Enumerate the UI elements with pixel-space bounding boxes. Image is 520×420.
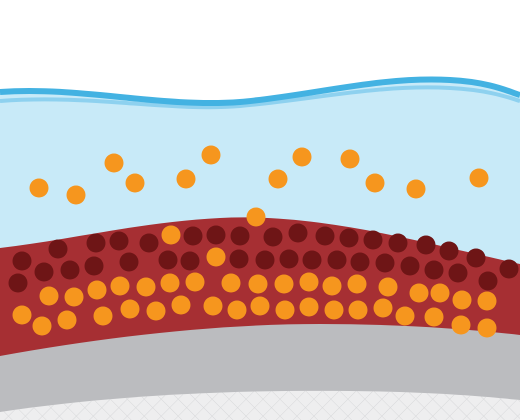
dark-particle (448, 263, 468, 283)
orange-particles (12, 145, 497, 338)
orange-particle (452, 290, 472, 310)
orange-particle (275, 300, 295, 320)
orange-particle (246, 207, 266, 227)
dark-particle (400, 256, 420, 276)
orange-particle (32, 316, 52, 336)
dark-particle (327, 250, 347, 270)
orange-particle (378, 277, 398, 297)
orange-particle (373, 298, 393, 318)
dark-particle (375, 253, 395, 273)
orange-particle (248, 274, 268, 294)
water-surface-line (0, 76, 520, 107)
dark-particle (315, 226, 335, 246)
orange-particle (104, 153, 124, 173)
orange-particle (12, 305, 32, 325)
orange-particle (299, 272, 319, 292)
dark-particle (183, 226, 203, 246)
dark-particle (279, 249, 299, 269)
orange-particle (160, 273, 180, 293)
orange-particle (347, 274, 367, 294)
dark-particle (48, 239, 68, 259)
orange-particle (185, 272, 205, 292)
orange-particle (477, 318, 497, 338)
orange-particle (203, 296, 223, 316)
dark-particle (350, 252, 370, 272)
orange-particle (424, 307, 444, 327)
dark-particle (139, 233, 159, 253)
orange-particle (125, 173, 145, 193)
orange-particle (221, 273, 241, 293)
dark-particle (466, 248, 486, 268)
orange-particle (395, 306, 415, 326)
orange-particle (120, 299, 140, 319)
dark-particles (8, 223, 519, 293)
dark-particle (288, 223, 308, 243)
orange-particle (451, 315, 471, 335)
dark-particle (388, 233, 408, 253)
orange-particle (39, 286, 59, 306)
dark-particle (363, 230, 383, 250)
orange-particle (161, 225, 181, 245)
dark-particle (499, 259, 519, 279)
orange-particle (206, 247, 226, 267)
orange-particle (250, 296, 270, 316)
orange-particle (201, 145, 221, 165)
orange-particle (365, 173, 385, 193)
orange-particle (340, 149, 360, 169)
orange-particle (146, 301, 166, 321)
dark-particle (230, 226, 250, 246)
orange-particle (136, 277, 156, 297)
water-surface-highlight (0, 85, 520, 110)
orange-particle (322, 276, 342, 296)
dark-particle (478, 271, 498, 291)
dark-particle (109, 231, 129, 251)
orange-particle (268, 169, 288, 189)
dark-particle (12, 251, 32, 271)
dark-particle (180, 251, 200, 271)
dark-particle (158, 250, 178, 270)
orange-particle (324, 300, 344, 320)
orange-particle (66, 185, 86, 205)
orange-particle (430, 283, 450, 303)
dark-particle (424, 260, 444, 280)
orange-particle (176, 169, 196, 189)
dark-particle (206, 225, 226, 245)
orange-particle (477, 291, 497, 311)
orange-particle (110, 276, 130, 296)
orange-particle (409, 283, 429, 303)
dark-particle (84, 256, 104, 276)
dark-particle (86, 233, 106, 253)
dark-particle (263, 227, 283, 247)
orange-particle (87, 280, 107, 300)
bottom-mesh-texture (0, 390, 520, 420)
dark-particle (339, 228, 359, 248)
dark-particle (119, 252, 139, 272)
orange-particle (29, 178, 49, 198)
orange-particle (299, 297, 319, 317)
orange-particle (227, 300, 247, 320)
orange-particle (93, 306, 113, 326)
orange-particle (469, 168, 489, 188)
orange-particle (406, 179, 426, 199)
dark-particle (60, 260, 80, 280)
orange-particle (292, 147, 312, 167)
orange-particle (171, 295, 191, 315)
dark-particle (416, 235, 436, 255)
dark-particle (302, 250, 322, 270)
dark-particle (229, 249, 249, 269)
dark-particle (8, 273, 28, 293)
orange-particle (57, 310, 77, 330)
orange-particle (348, 300, 368, 320)
dark-particle (255, 250, 275, 270)
dark-particle (439, 241, 459, 261)
dark-particle (34, 262, 54, 282)
orange-particle (64, 287, 84, 307)
orange-particle (274, 274, 294, 294)
